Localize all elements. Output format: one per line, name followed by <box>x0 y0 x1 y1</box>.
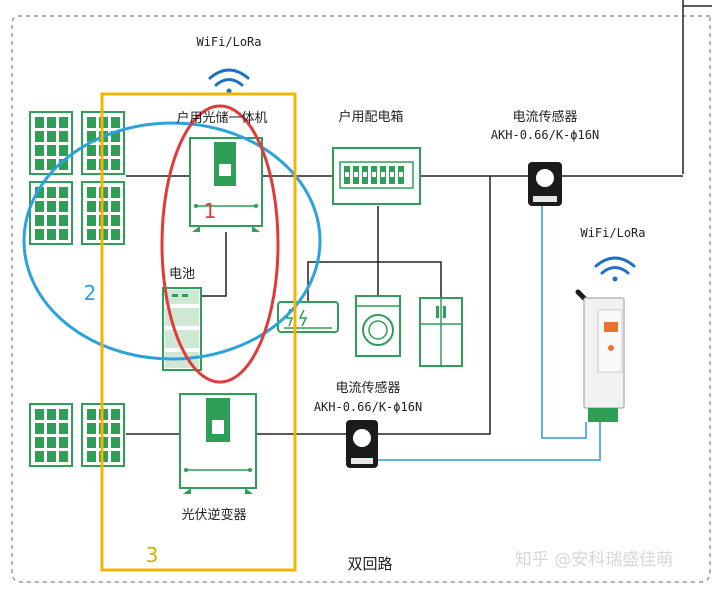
distribution-box-icon <box>332 147 421 205</box>
annotation-number-1: 1 <box>204 199 217 223</box>
current-sensor-bottom-title: 电流传感器 <box>335 380 400 396</box>
current-sensor-top-model: AKH-0.66/K-ϕ16N <box>491 128 599 142</box>
hybrid-inverter-label: 户用光储一体机 <box>176 110 267 126</box>
distribution-box-label: 户用配电箱 <box>338 109 403 125</box>
hybrid-inverter-icon <box>189 137 263 232</box>
solar-panel-array-bottom <box>29 403 125 467</box>
dashed-boundary <box>11 15 711 583</box>
annotation-rect-yellow <box>100 92 297 572</box>
pv-inverter-icon <box>179 393 257 494</box>
solar-panel-array-top <box>29 111 125 245</box>
current-sensor-icon <box>346 420 378 468</box>
signal-lines <box>378 206 601 461</box>
solar-panel <box>29 403 73 467</box>
current-sensor-bottom-model: AKH-0.66/K-ϕ16N <box>314 400 422 414</box>
pv-inverter-label: 光伏逆变器 <box>181 507 246 523</box>
dual-circuit-label: 双回路 <box>347 555 392 573</box>
annotation-number-2: 2 <box>84 281 97 305</box>
wifi-label-right: WiFi/LoRa <box>580 226 645 240</box>
annotation-ellipse-red <box>160 104 280 384</box>
annotation-circle-blue <box>22 121 322 361</box>
solar-panel <box>29 111 73 175</box>
annotation-number-3: 3 <box>146 543 159 567</box>
wifi-label-top: WiFi/LoRa <box>196 35 261 49</box>
current-sensor-icon <box>528 162 562 206</box>
wifi-icon <box>594 256 636 282</box>
washing-machine-icon <box>355 295 401 357</box>
current-sensor-top-title: 电流传感器 <box>512 109 577 125</box>
wireless-meter-icon <box>575 289 625 422</box>
watermark: 知乎 @安科瑞盛佳萌 <box>515 550 673 570</box>
refrigerator-icon <box>419 297 463 367</box>
wifi-icon <box>208 68 250 94</box>
battery-label: 电池 <box>169 267 195 282</box>
